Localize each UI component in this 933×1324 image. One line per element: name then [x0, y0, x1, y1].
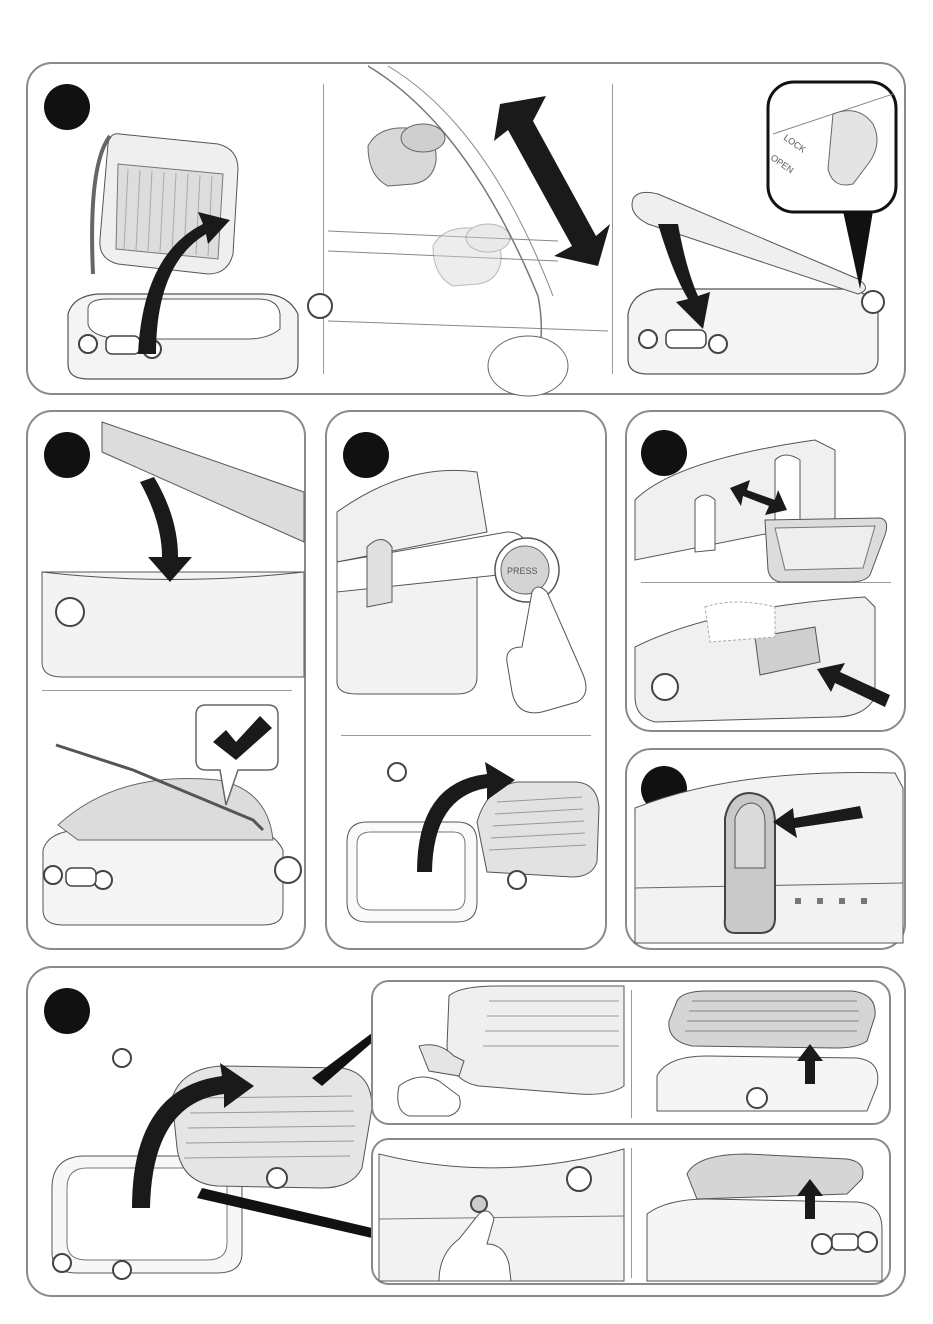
arrow-icon — [140, 477, 192, 582]
illustration-lower-lid — [42, 422, 304, 687]
illustration-open-grill — [48, 124, 318, 384]
illustration-drip-tray-remove — [635, 420, 903, 580]
illustration-press-release — [379, 1144, 629, 1281]
press-label: PRESS — [507, 566, 538, 576]
divider — [323, 84, 324, 374]
step-panel-2 — [26, 410, 306, 950]
illustration-lift-upper-plate — [637, 986, 887, 1121]
illustration-drip-tray-insert — [635, 587, 903, 727]
step-panel-4 — [625, 410, 906, 732]
illustration-press-button: PRESS — [337, 432, 599, 727]
illustration-grill-open-flat — [42, 1038, 402, 1288]
step-panel-6 — [26, 966, 906, 1297]
illustration-lowered-check — [38, 700, 300, 945]
divider — [631, 990, 632, 1118]
step-panel-5 — [625, 748, 906, 950]
detail-inset-bottom — [371, 1138, 891, 1285]
step-badge-6 — [44, 988, 90, 1034]
illustration-hinge-adjust — [328, 66, 608, 391]
divider — [42, 690, 292, 691]
step-panel-3: PRESS — [325, 410, 607, 950]
illustration-open-flat — [337, 752, 599, 942]
step-panel-1: LOCK OPEN — [26, 62, 906, 395]
detail-inset-top — [371, 980, 891, 1125]
illustration-lift-lower-plate — [637, 1144, 887, 1281]
illustration-release-lever — [379, 986, 629, 1121]
divider — [631, 1148, 632, 1278]
illustration-close-lock: LOCK OPEN — [618, 74, 903, 394]
divider — [341, 735, 591, 736]
illustration-hinge-slide — [635, 758, 903, 948]
divider — [612, 84, 613, 374]
